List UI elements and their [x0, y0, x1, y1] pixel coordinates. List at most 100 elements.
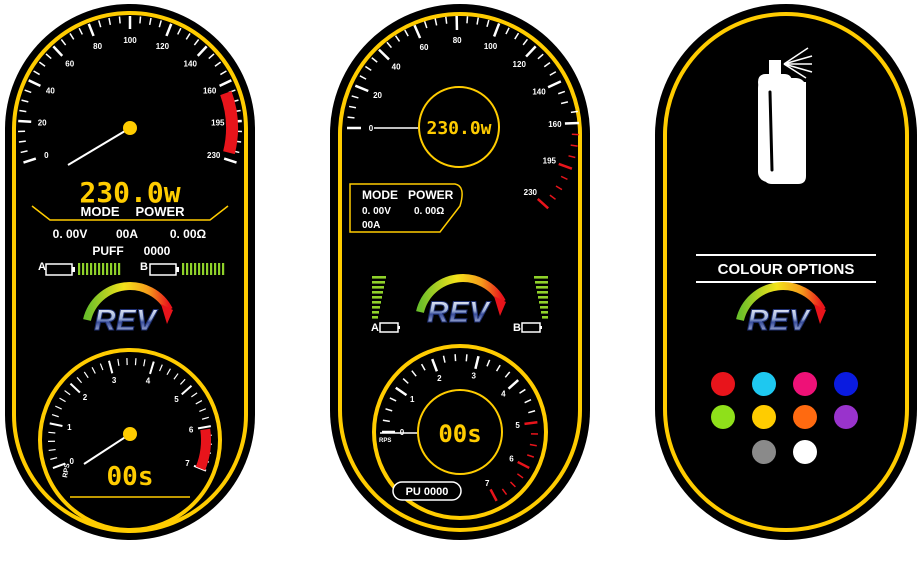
- power-gauge-tick: [69, 33, 75, 40]
- rps-gauge-label: 7: [185, 459, 190, 468]
- timer-ring: [417, 389, 503, 475]
- battery-b-icon: [149, 263, 179, 276]
- battery-b-level: [182, 263, 225, 275]
- battery-b-bar: [202, 263, 205, 275]
- power-gauge-label: 80: [93, 42, 102, 51]
- colour-swatch[interactable]: [793, 440, 817, 464]
- power-gauge-tick: [208, 53, 215, 60]
- colour-swatch[interactable]: [834, 372, 858, 396]
- power-gauge-2-label: 230: [524, 188, 538, 197]
- power-gauge-tick: [214, 61, 222, 67]
- rps-gauge-label: 5: [174, 395, 179, 404]
- power-gauge-2-tick: [476, 17, 479, 25]
- power-gauge-2-label: 100: [484, 42, 498, 51]
- power-gauge-2-tick: [364, 65, 372, 71]
- power-gauge-needle: [67, 127, 131, 166]
- rps-gauge-tick: [134, 358, 137, 366]
- power-gauge-2-tick: [560, 101, 569, 105]
- rps-gauge-2-label: 1: [410, 395, 415, 404]
- power-gauge-2-tick: [434, 18, 438, 26]
- battery-a-bar-2: [372, 281, 385, 284]
- rev-logo-text-2: REV: [427, 296, 492, 329]
- rps-gauge-tick: [83, 371, 89, 379]
- power-gauge-label: 140: [184, 60, 198, 69]
- power-gauge-2-tick: [570, 110, 578, 114]
- rps-gauge-needle: [83, 433, 131, 465]
- mode-divider: [31, 205, 229, 221]
- power-gauge-2-label: 60: [420, 43, 429, 52]
- power-gauge-label: 0: [44, 151, 49, 160]
- panel2-border: [338, 12, 582, 532]
- rps-gauge-label: 3: [112, 376, 117, 385]
- rps-gauge-tick: [158, 364, 163, 372]
- colour-swatch[interactable]: [711, 405, 735, 429]
- mode-value-2: POWER: [408, 188, 454, 202]
- battery-a-bar: [114, 263, 117, 275]
- rev-logo: REV: [87, 286, 173, 338]
- power-gauge-tick: [219, 70, 227, 76]
- rps-gauge-2-tick: [474, 355, 480, 370]
- rps-gauge-2-tick: [486, 359, 491, 367]
- power-gauge-2-label: 120: [513, 60, 527, 69]
- power-gauge-tick: [158, 20, 162, 28]
- rps-gauge-2-tick: [442, 355, 446, 363]
- power-gauge-2-tick: [549, 194, 556, 200]
- power-gauge-tick: [18, 140, 26, 143]
- power-gauge-2-tick: [549, 71, 557, 76]
- mode-value: POWER: [135, 204, 185, 219]
- rps-gauge-2-tick: [385, 408, 393, 412]
- battery-b-bar-2: [537, 291, 548, 294]
- power-gauge-2-label: 20: [373, 91, 382, 100]
- colour-swatch[interactable]: [834, 405, 858, 429]
- battery-a-bar-2: [372, 296, 382, 299]
- power-gauge-2-tick: [564, 121, 579, 125]
- power-gauge-2-label: 80: [453, 36, 462, 45]
- rps-gauge-2-label: 3: [472, 372, 477, 381]
- rps-gauge-tick: [76, 377, 83, 384]
- power-gauge-2-tick: [347, 116, 355, 119]
- voltage-readout-2: 0. 00V: [362, 206, 391, 217]
- power-gauge-tick: [19, 109, 27, 113]
- rps-gauge-tick: [166, 368, 171, 376]
- rps-gauge-tick: [149, 361, 155, 375]
- power-gauge-tick: [118, 16, 121, 24]
- colour-swatch[interactable]: [752, 372, 776, 396]
- power-gauge-tick: [28, 79, 41, 87]
- colour-swatch-grid: [711, 372, 858, 464]
- colour-swatch[interactable]: [752, 440, 776, 464]
- rps-gauge-tick: [199, 408, 207, 412]
- colour-swatch[interactable]: [752, 405, 776, 429]
- rps-gauge-2-tick: [501, 488, 508, 496]
- power-gauge-tick: [87, 23, 95, 37]
- rps-gauge-2-tick: [524, 399, 532, 404]
- rps-gauge-2-tick: [431, 358, 439, 372]
- rps-gauge-tick: [117, 358, 120, 366]
- power-ring: [418, 86, 500, 168]
- battery-a-bar-2: [372, 311, 379, 314]
- colour-swatch[interactable]: [711, 372, 735, 396]
- power-gauge-tick: [193, 39, 200, 46]
- battery-a-bar: [86, 263, 89, 275]
- power-gauge-label: 100: [123, 36, 137, 45]
- power-gauge-2-tick: [404, 29, 409, 37]
- rps-gauge-tick: [55, 405, 62, 410]
- battery-b-bar: [190, 263, 193, 275]
- power-gauge-2-tick: [536, 197, 550, 210]
- battery-b-bar: [210, 263, 213, 275]
- battery-b-label: B: [140, 261, 148, 273]
- rps-gauge-tick: [99, 363, 104, 371]
- power-gauge-2-tick: [445, 16, 448, 24]
- current-readout-2: 00A: [362, 220, 380, 231]
- puff-label: PUFF: [92, 244, 123, 258]
- colour-swatch[interactable]: [793, 372, 817, 396]
- colour-swatch[interactable]: [793, 405, 817, 429]
- power-gauge-2-tick: [560, 175, 568, 181]
- rps-gauge-2-tick: [516, 473, 524, 479]
- power-gauge-tick: [23, 157, 37, 164]
- power-gauge-label: 20: [38, 118, 47, 127]
- battery-a-icon-2: [379, 322, 400, 333]
- battery-a-bar-2: [372, 301, 381, 304]
- rps-gauge-2-label: 5: [515, 421, 520, 430]
- power-gauge-tick: [148, 17, 152, 26]
